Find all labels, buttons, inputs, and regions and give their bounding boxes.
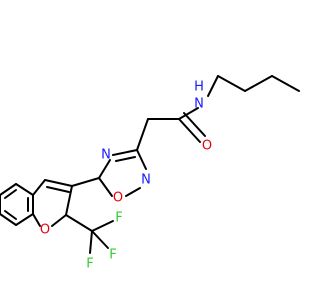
bond-c3-c4-a: [44, 179, 73, 187]
atom-label-oxadiazole-n4: N: [101, 148, 111, 163]
bond-carbonyl-o-b: [183, 112, 206, 137]
bond-c5-chromene: [71, 177, 100, 187]
bond-c7-c8-b: [4, 210, 17, 220]
atom-label-oxadiazole-o1: O: [113, 191, 123, 206]
bond-c2-o: [51, 214, 67, 227]
bond-c3-n2: [136, 149, 147, 170]
bond-o-c8a: [32, 213, 41, 227]
atom-label-fluorine-3: F: [86, 257, 93, 272]
atom-label-chromene-o: O: [40, 223, 50, 238]
bond-n-carbonyl: [178, 107, 199, 120]
bond-c4-c4a: [32, 179, 46, 196]
bond-c3-c4-b: [46, 186, 70, 193]
bond-c3-n4-a: [112, 149, 138, 156]
atom-label-fluorine-2: F: [109, 248, 116, 263]
bond-cf3-f3: [89, 230, 93, 254]
bond-ch2-oxadiazole: [136, 118, 149, 151]
atom-label-amide-n: N: [194, 97, 204, 112]
bond-c2-cf3: [65, 214, 93, 232]
atom-label-fluorine-1: F: [115, 211, 122, 226]
bond-butyl-2: [244, 75, 273, 92]
bond-c3-c2: [65, 185, 73, 216]
bond-cf3-f2: [91, 230, 109, 249]
bond-n2-o1: [125, 187, 141, 197]
bond-carbonyl-o-a: [178, 118, 201, 143]
atom-label-amide-h: H: [194, 80, 204, 95]
bond-o1-c5: [98, 177, 113, 197]
canvas-background: [0, 0, 300, 300]
atom-labels: N H O N N O O F F F: [40, 80, 212, 272]
bond-lines: [0, 75, 300, 254]
bond-c8-c8a: [15, 213, 34, 226]
bond-n4-c5: [98, 159, 111, 179]
atom-label-carbonyl-o: O: [202, 139, 212, 154]
bond-c4a-c5: [15, 183, 34, 196]
bond-cf3-f1: [91, 220, 114, 232]
bond-butyl-n: [207, 75, 219, 97]
bond-c5-c6-b: [4, 189, 17, 199]
bond-butyl-1: [271, 75, 300, 92]
bond-butyl-3: [217, 75, 246, 92]
molecule-structure: N H O N N O O F F F: [0, 0, 300, 300]
atom-label-oxadiazole-n2: N: [141, 173, 151, 188]
bond-c5-c6-a: [0, 183, 17, 196]
bond-c7-c8-a: [0, 213, 17, 226]
bond-c3-n4-b: [115, 156, 136, 162]
